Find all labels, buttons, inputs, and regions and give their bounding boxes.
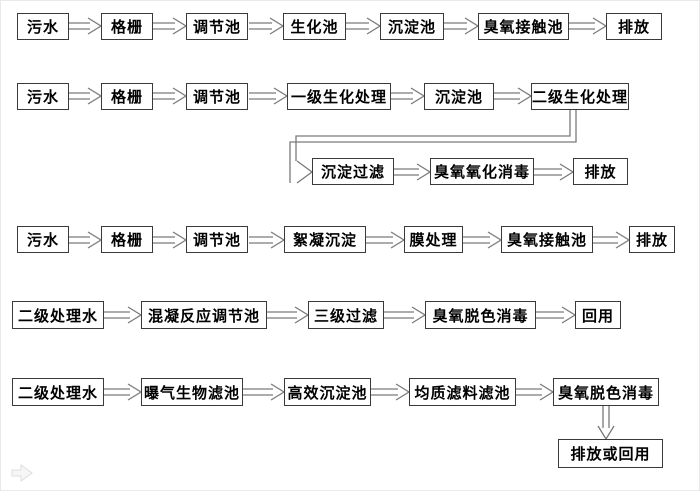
flow-arrow-right (153, 87, 188, 105)
node-bar-screen: 格栅 (101, 226, 153, 253)
flow-arrow-right (371, 383, 411, 401)
node-sewage: 污水 (17, 13, 69, 40)
flow-arrow-right (69, 87, 103, 105)
node-sewage: 污水 (17, 83, 69, 110)
node-membrane-treatment: 膜处理 (404, 226, 463, 253)
node-secondary-biochemical-treatment: 二级生化处理 (531, 83, 629, 110)
node-bar-screen: 格栅 (101, 83, 153, 110)
flow-arrow-right (569, 17, 608, 35)
flow-arrow-right (267, 306, 310, 324)
flow-arrow-down (597, 406, 615, 441)
node-flocculation-sedimentation: 絮凝沉淀 (284, 226, 366, 253)
flow-arrow-right (391, 87, 426, 105)
node-regulating-tank: 调节池 (186, 226, 248, 253)
flow-arrow-right (534, 163, 575, 181)
node-sedimentation-filtration: 沉淀过滤 (312, 158, 394, 185)
node-regulating-tank: 调节池 (186, 83, 248, 110)
node-ozone-contact-tank: 臭氧接触池 (501, 226, 593, 253)
node-sewage: 污水 (17, 226, 69, 253)
flow-arrow-right (366, 231, 406, 249)
watermark-arrow-icon (11, 464, 33, 482)
flow-arrow-right (104, 383, 143, 401)
flow-arrow-right (104, 306, 143, 324)
flow-arrow-right (153, 17, 188, 35)
node-discharge: 排放 (573, 158, 628, 185)
node-regulating-tank: 调节池 (186, 13, 248, 40)
node-reuse: 回用 (575, 301, 621, 329)
flow-arrow-right (463, 231, 503, 249)
flow-arrow-right (153, 231, 188, 249)
flow-arrow-right (384, 306, 427, 324)
node-aerated-biofilter: 曝气生物滤池 (141, 378, 243, 406)
node-sedimentation-tank: 沉淀池 (424, 83, 494, 110)
node-primary-biochemical-treatment: 一级生化处理 (287, 83, 391, 110)
flow-arrow-right (444, 17, 480, 35)
flow-arrow-right (394, 163, 432, 181)
node-discharge-or-reuse: 排放或回用 (558, 439, 663, 468)
flow-arrow-right (516, 383, 555, 401)
flow-arrow-right (243, 383, 286, 401)
node-high-efficiency-sedimentation-tank: 高效沉淀池 (284, 378, 371, 406)
flow-arrow-right (69, 231, 103, 249)
node-discharge: 排放 (606, 13, 662, 40)
flow-arrow-right (536, 306, 577, 324)
node-ozone-contact-tank: 臭氧接触池 (478, 13, 569, 40)
flow-arrow-right (346, 17, 382, 35)
node-ozone-decolorization-disinfection: 臭氧脱色消毒 (425, 301, 536, 329)
flow-arrow-right (249, 87, 289, 105)
flow-arrow-right (593, 231, 631, 249)
flow-arrow-right (249, 17, 285, 35)
flow-arrow-right (494, 87, 533, 105)
node-tertiary-filtration: 三级过滤 (308, 301, 384, 329)
node-secondary-effluent: 二级处理水 (12, 378, 104, 406)
node-bar-screen: 格栅 (101, 13, 153, 40)
node-discharge: 排放 (629, 226, 675, 253)
node-biochemical-tank: 生化池 (283, 13, 346, 40)
flow-arrow-right (69, 17, 103, 35)
node-ozone-oxidation-disinfection: 臭氧氧化消毒 (430, 158, 534, 185)
node-sedimentation-tank: 沉淀池 (380, 13, 444, 40)
node-secondary-effluent: 二级处理水 (12, 301, 104, 329)
node-ozone-decolorization-disinfection: 臭氧脱色消毒 (553, 378, 659, 406)
node-homogeneous-media-filter: 均质滤料滤池 (409, 378, 516, 406)
flow-arrow-right (249, 231, 286, 249)
node-coagulation-reaction-regulating-tank: 混凝反应调节池 (141, 301, 267, 329)
